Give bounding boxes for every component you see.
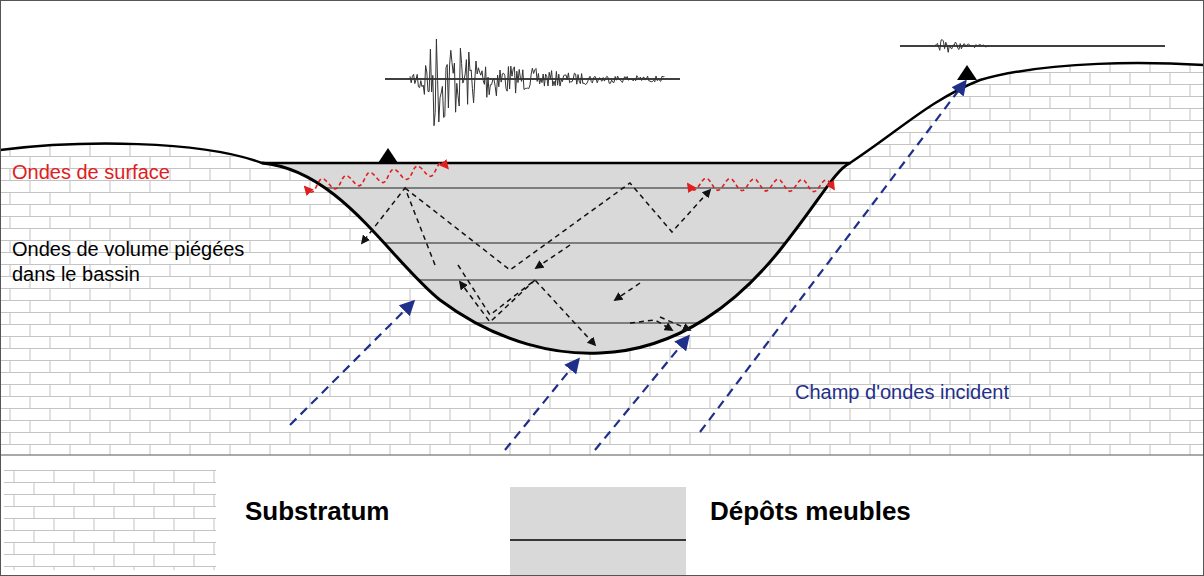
wave-label: Champ d'ondes incident [795,380,1009,405]
station-symbol [378,148,398,163]
ground-surface [0,63,1204,163]
seismogram-axis [900,45,1165,46]
surface-waves [305,163,834,192]
legend-text: Substratum [245,496,389,527]
seismogram-wave [935,40,989,53]
basin-deposits [262,163,850,353]
seismogram-trace [410,39,989,126]
legend-swatch [4,470,216,570]
surface-wave [305,163,448,192]
legend-swatch [510,487,686,575]
station-symbol [957,65,977,80]
substratum [0,63,1204,455]
surface-wave [688,178,834,192]
trapped-rays [362,183,710,345]
basin-boundary [262,163,850,353]
legend-divider [0,455,1204,456]
legend-text: Dépôts meubles [710,496,911,527]
wave-label: Ondes de volume piégées dans le bassin [12,237,282,287]
seismogram-wave [410,39,664,126]
wave-label: Ondes de surface [12,160,170,185]
